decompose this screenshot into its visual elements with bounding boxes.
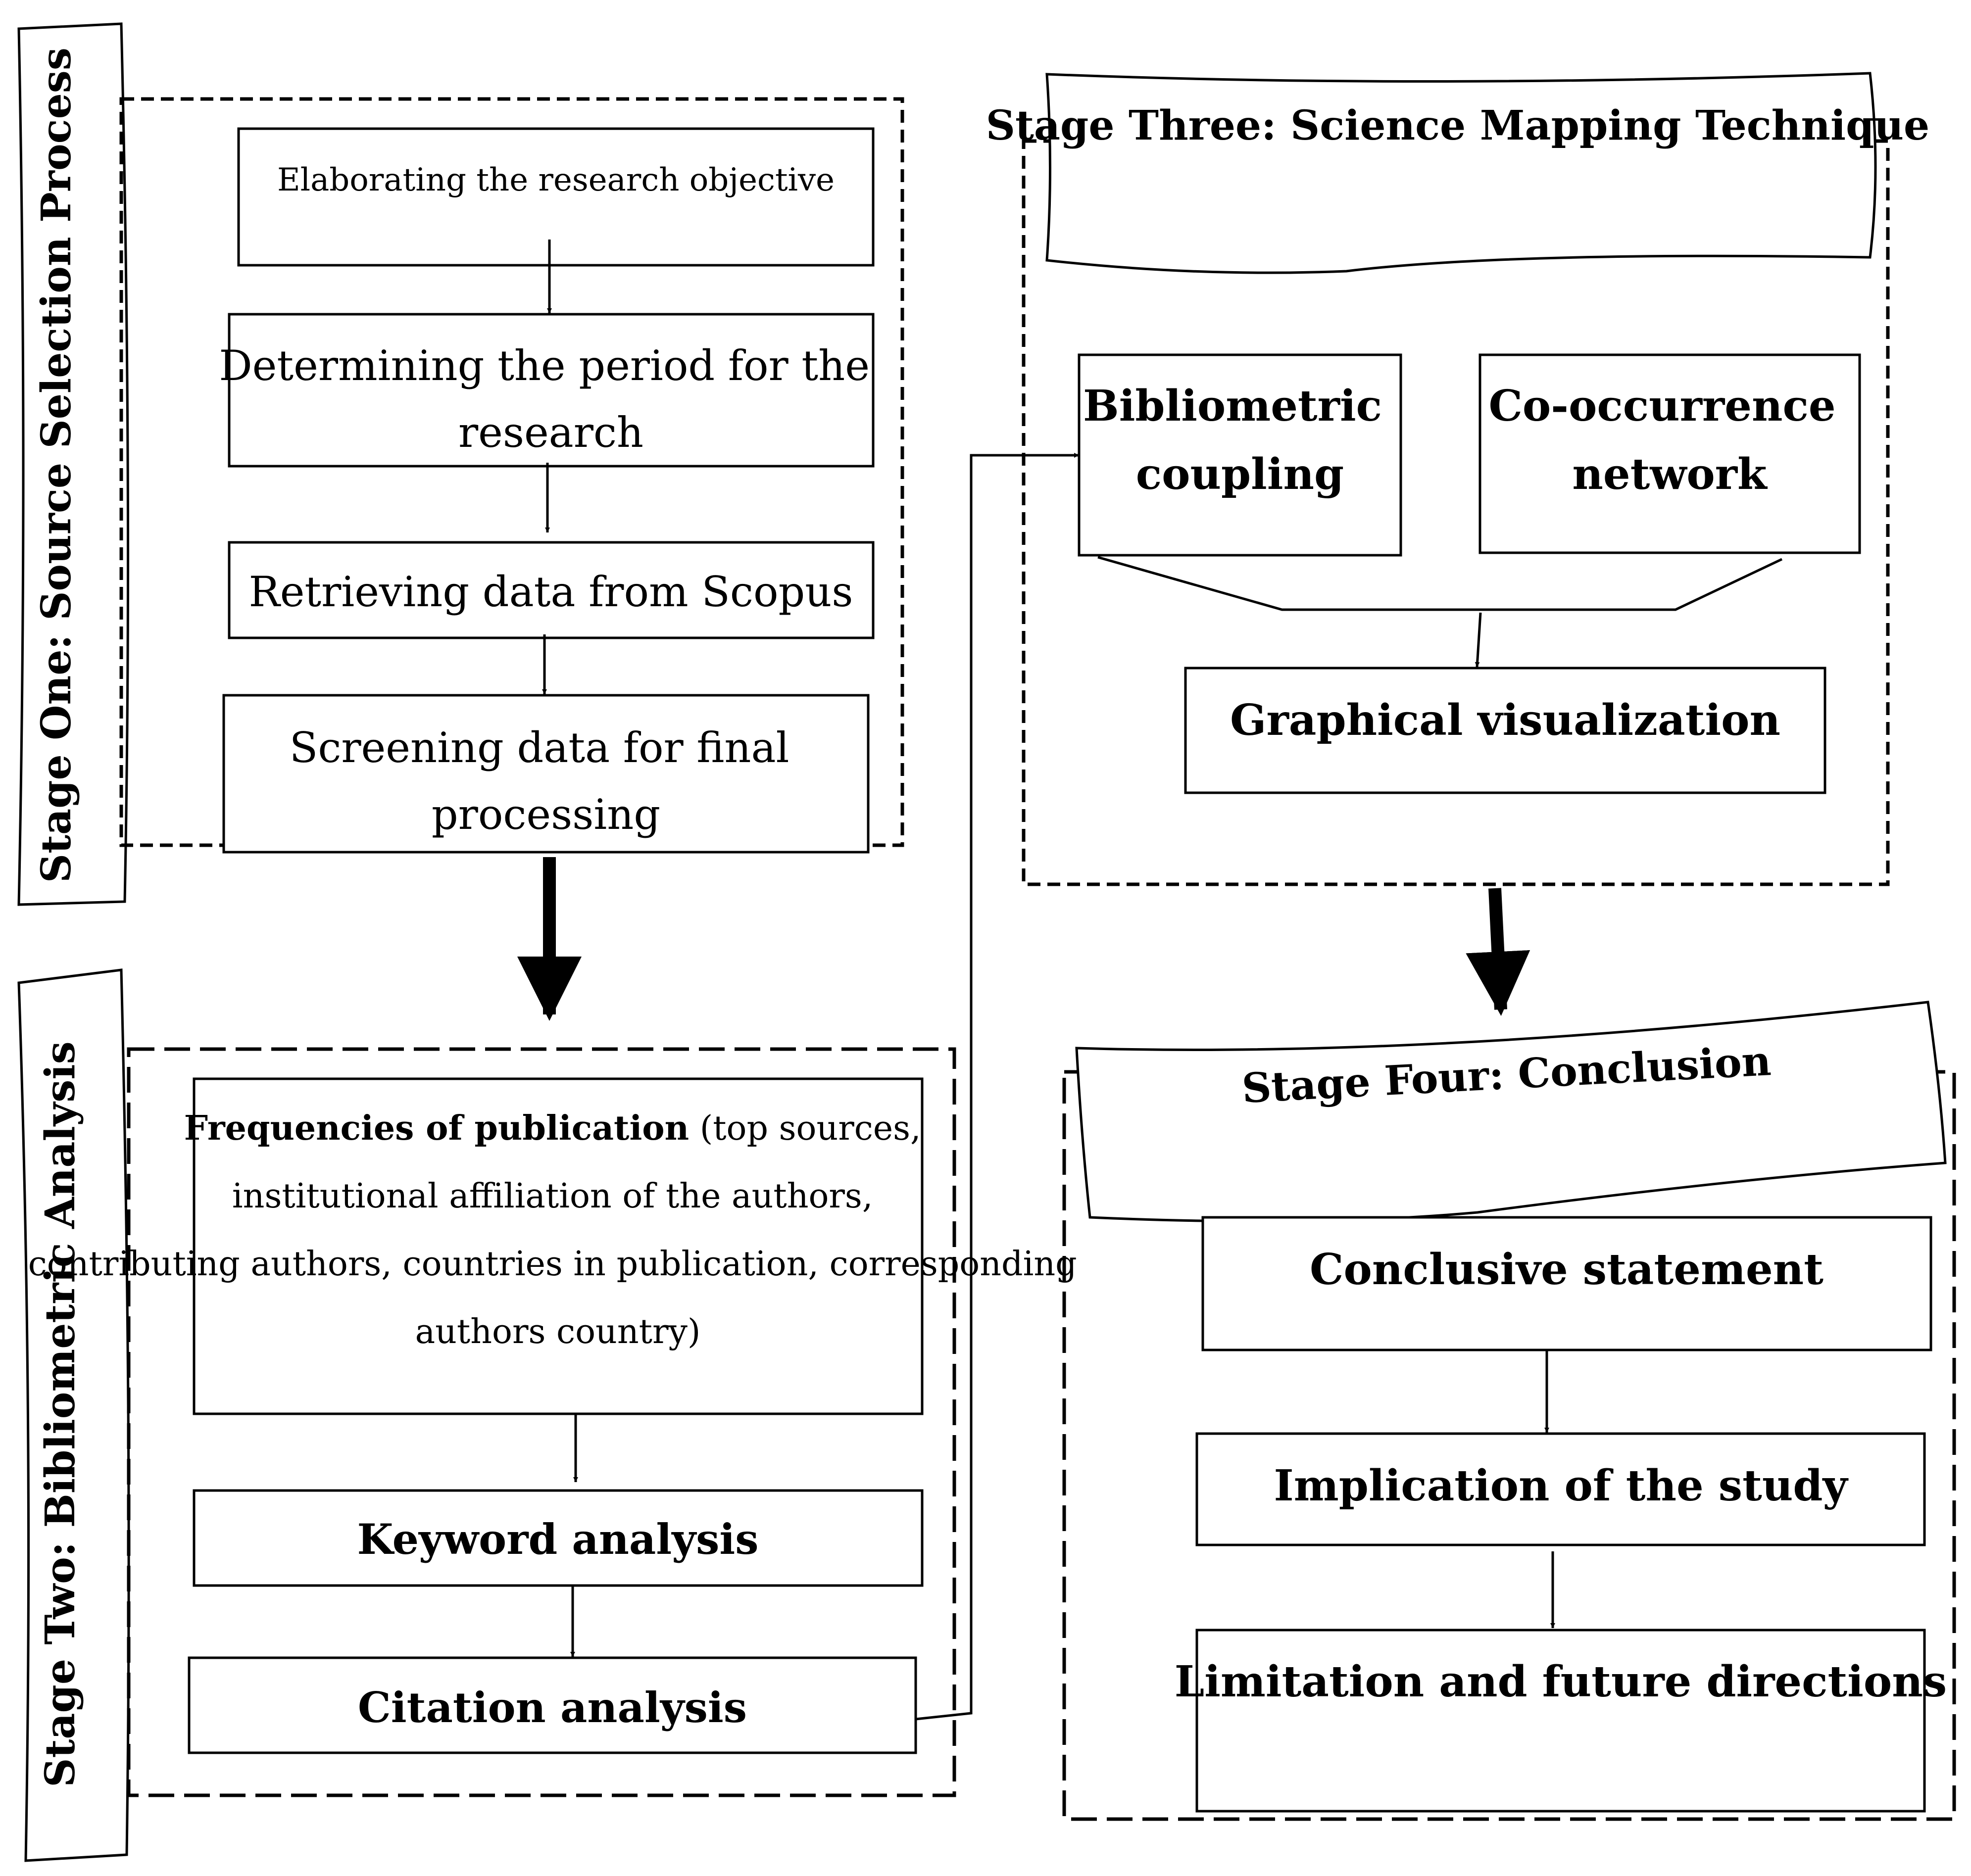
- conclusive-statement-box: [1201, 1216, 1932, 1351]
- stage-one-title: Stage One: Source Selection Process: [33, 48, 80, 883]
- step-retrieve-scopus-label: Retrieving data from Scopus: [248, 568, 853, 616]
- step-screen-data-line: processing: [432, 790, 660, 839]
- step-screen-data-box: [222, 694, 870, 854]
- step-determine-period-box: [228, 313, 875, 468]
- citation-analysis-label: Citation analysis: [358, 1683, 747, 1732]
- stage-three-banner: [1045, 72, 1877, 274]
- bibliometric-coupling-label: Bibliometric coupling: [1083, 381, 1397, 499]
- stage-one-banner: [17, 22, 130, 906]
- frequencies-bold: Frequencies of publication: [184, 1108, 689, 1148]
- frequencies-line: authors country): [415, 1312, 701, 1351]
- frequencies-line: contributing authors, countries in publi…: [28, 1245, 1077, 1284]
- step-determine-period-line: research: [458, 408, 643, 457]
- frequencies-line: institutional affiliation of the authors…: [232, 1177, 873, 1216]
- step-determine-period-line: Determining the period for the: [219, 341, 870, 390]
- step-screen-data-label: Screening data for final processing: [290, 723, 802, 839]
- co-occurrence-network-box: [1478, 353, 1861, 554]
- stage-three-title-line: Stage Three: Science Mapping Technique: [986, 102, 1929, 149]
- frequencies-box: [193, 1077, 924, 1415]
- limitation-box: [1195, 1629, 1926, 1813]
- implication-label: Implication of the study: [1274, 1461, 1849, 1511]
- stage-two-title: Stage Two: Bibliometric Analysis: [37, 1041, 84, 1787]
- step-elaborate-objective-box: [237, 127, 875, 267]
- step-retrieve-scopus-box: [228, 541, 875, 639]
- arrow-stage-three-to-four: [1466, 888, 1530, 1016]
- arrow-citation-to-stage-three: [915, 453, 1079, 1721]
- bibliometric-coupling-box: [1078, 353, 1402, 557]
- stage-four-banner: [1075, 1001, 1947, 1223]
- keyword-analysis-label: Keyword analysis: [357, 1515, 758, 1564]
- co-occurrence-network-label: Co-occurrence network: [1488, 381, 1850, 499]
- bibliometric-coupling-line: Bibliometric: [1083, 381, 1382, 431]
- stage-two-banner: [17, 968, 130, 1862]
- graphical-visualization-label: Graphical visualization: [1230, 695, 1780, 745]
- frequencies-first-rest: (top sources,: [689, 1109, 921, 1148]
- co-occurrence-network-line: network: [1572, 449, 1768, 499]
- stage-two-dashed-border: [127, 1047, 956, 1797]
- graphical-visualization-box: [1184, 667, 1826, 794]
- stage-three-group: Stage Three: Science Mapping Technique B…: [986, 72, 1929, 886]
- conclusive-statement-label: Conclusive statement: [1310, 1245, 1823, 1295]
- frequencies-line: Frequencies of publication (top sources,: [184, 1108, 921, 1148]
- stage-three-title: Stage Three: Science Mapping Technique: [986, 102, 1929, 149]
- stage-two-group: Stage Two: Bibliometric Analysis Frequen…: [17, 968, 1088, 1862]
- stage-three-dashed-border: [1022, 139, 1890, 886]
- bibliometric-coupling-line: coupling: [1136, 449, 1344, 499]
- step-elaborate-objective-label: Elaborating the research objective: [277, 162, 835, 198]
- limitation-label: Limitation and future directions: [1175, 1657, 1947, 1707]
- frequencies-label: Frequencies of publication (top sources,…: [28, 1108, 1088, 1351]
- merge-connector: [1097, 556, 1783, 611]
- stage-four-group: Stage Four: Conclusion Conclusive statem…: [1062, 1001, 1956, 1821]
- stage-one-group: Stage One: Source Selection Process Elab…: [17, 22, 904, 906]
- implication-box: [1195, 1432, 1926, 1546]
- stage-one-dashed-border: [119, 97, 904, 847]
- arrow-merge-to-visualization: [1475, 612, 1482, 668]
- citation-analysis-box: [188, 1656, 917, 1754]
- step-determine-period-label: Determining the period for the research: [219, 341, 883, 457]
- co-occurrence-network-line: Co-occurrence: [1488, 381, 1835, 431]
- step-screen-data-line: Screening data for final: [290, 723, 789, 772]
- keyword-analysis-box: [193, 1489, 924, 1587]
